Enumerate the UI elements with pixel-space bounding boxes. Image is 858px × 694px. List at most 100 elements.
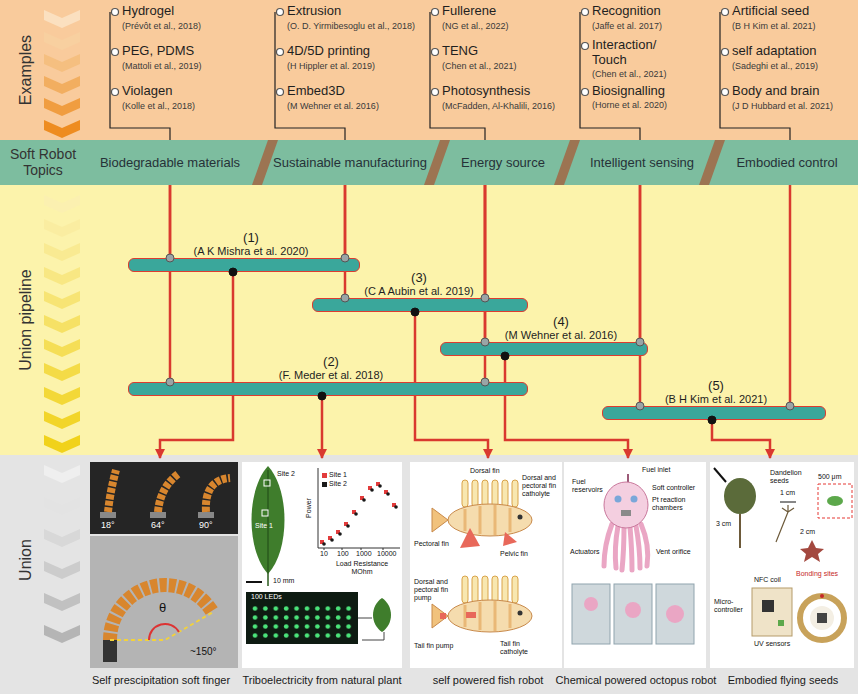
bullet-dot [432, 9, 439, 16]
fish-figure [432, 480, 532, 536]
result-arrow [712, 420, 770, 458]
scale-label: 10 mm [273, 577, 294, 585]
finger-photo [108, 470, 116, 512]
citation: (O. D. Yirmibesoglu et al., 2018) [287, 21, 415, 31]
topic-cell: Energy source [440, 140, 566, 185]
union-bar: (4)(M Wehner et al. 2016) [440, 342, 648, 356]
bullet-dot [582, 43, 589, 50]
legend-entry: Site 2 [322, 480, 347, 488]
plant-figure [262, 510, 268, 516]
topic-separator [424, 140, 450, 185]
row-label: Union [17, 539, 35, 581]
caption: Triboelectricity from natural plant [242, 674, 401, 687]
legend-entry: Site 1 [322, 471, 347, 479]
octopus-figure [621, 510, 631, 516]
bullet-dot [277, 9, 284, 16]
plant-figure [373, 598, 391, 632]
axis-tick: 10000 [377, 550, 396, 558]
caption: Embodied flying seeds [728, 674, 839, 687]
pipeline-band [0, 185, 858, 455]
junction-dot [786, 402, 794, 410]
plant-figure [386, 492, 390, 496]
chevron-arrow [44, 291, 80, 309]
octopus-figure [656, 584, 694, 644]
layout-marks [44, 9, 790, 644]
octopus-figure [666, 605, 684, 623]
fish-figure [460, 528, 480, 548]
finger-photo [206, 478, 230, 512]
finger-photo [149, 624, 179, 640]
plant-figure [250, 604, 354, 640]
chevron-arrow [44, 54, 80, 72]
plant-figure [318, 468, 400, 548]
union-line [789, 185, 792, 406]
scale-label: 3 cm [716, 520, 731, 528]
example-item: Violagen [122, 84, 172, 99]
junction-dot [166, 378, 174, 386]
plant-figure [242, 462, 402, 668]
topic-separator [699, 140, 725, 185]
legend-label: Site 1 [329, 471, 347, 479]
caption: Chemical powered octopus robot [556, 674, 717, 687]
junction-dot [636, 402, 644, 410]
chevron-arrow [44, 10, 80, 28]
axis-title: Power [305, 498, 313, 518]
bullet-dot [112, 49, 119, 56]
plant-figure [242, 462, 402, 668]
citation: (Mattoli et al., 2019) [122, 61, 202, 71]
seed-figure [710, 462, 854, 668]
bullet-dot [277, 89, 284, 96]
angle-label: 18° [101, 520, 115, 530]
axis-title: Load Resistance MOhm [331, 560, 393, 576]
callout-number: (3) [409, 270, 429, 285]
topic-label: Embodied control [736, 155, 837, 170]
chevron-arrow [44, 219, 80, 237]
plant-figure [324, 548, 383, 550]
topics-band [0, 140, 858, 185]
example-item: Embed3D [287, 84, 345, 99]
row-label: Soft Robot Topics [6, 146, 80, 178]
plant-figure [264, 480, 270, 486]
finger-photo [100, 512, 116, 518]
callout-number: (4) [551, 314, 571, 329]
union-bar: (5)(B H Kim et al. 2021) [602, 406, 826, 420]
octopus-figure [572, 584, 610, 644]
bullet-dot [432, 49, 439, 56]
seed-figure [780, 502, 796, 503]
site-label: Site 2 [277, 470, 295, 478]
seed-figure [800, 596, 844, 640]
scale-label: 2 cm [800, 528, 815, 536]
axis-tick: 1000 [356, 550, 372, 558]
junction-dot [411, 308, 419, 316]
row-label: Examples [17, 35, 35, 105]
union-bar: (2)(F. Meder et al. 2018) [128, 382, 528, 396]
legend-label: Site 2 [329, 480, 347, 488]
example-item: Fullerene [442, 4, 496, 19]
seed-figure [776, 505, 794, 542]
junction-dot [166, 254, 174, 262]
junction-dot [636, 338, 644, 346]
chevron-arrow [44, 76, 80, 94]
scale-label: 500 μm [818, 473, 842, 481]
plant-figure [320, 482, 396, 544]
bullet-dot [112, 89, 119, 96]
union-line [169, 185, 172, 382]
part-label: Dandelion seeds [770, 469, 810, 485]
bullet-dot [722, 9, 729, 16]
plant-figure [362, 498, 366, 502]
union-line [639, 185, 642, 406]
octopus-figure [584, 597, 598, 611]
chevron-arrow [44, 593, 80, 611]
part-label: Tail fin catholyte [500, 640, 536, 656]
seed-figure [724, 478, 756, 514]
part-label: Fuel reservoirs [572, 478, 606, 494]
part-label: Actuators [570, 548, 600, 556]
part-label: Vent orifice [656, 548, 691, 556]
plant-figure [370, 488, 374, 492]
union-panel: Chemical powered octopus robot [551, 458, 722, 692]
finger-photo [158, 474, 178, 512]
chevron-arrow [44, 411, 80, 429]
